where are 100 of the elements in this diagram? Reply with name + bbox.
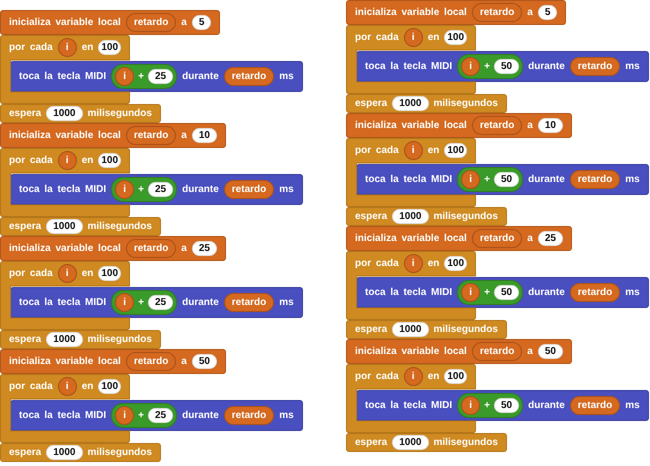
block-label: a	[181, 243, 187, 254]
block-label: 50	[500, 174, 512, 185]
block-label: 100	[447, 258, 464, 269]
block-label: 1000	[53, 108, 76, 119]
number-input	[192, 128, 217, 143]
block-label: durante	[182, 297, 219, 308]
block-label: durante	[528, 287, 565, 298]
block-label: ms	[625, 174, 640, 185]
variable-reporter	[126, 126, 176, 145]
variable-reporter	[472, 229, 522, 248]
block-label: 1000	[399, 211, 422, 222]
block-label: milisegundos	[434, 324, 498, 335]
number-input	[392, 209, 428, 224]
variable-reporter	[472, 116, 522, 135]
block-label: durante	[528, 61, 565, 72]
block-label: toca la tecla MIDI	[365, 400, 452, 411]
block-label: i	[412, 32, 415, 43]
command-block	[346, 226, 572, 251]
block-label: espera	[9, 108, 42, 119]
block-label: inicializa variable local	[355, 120, 467, 131]
block-label: 25	[154, 297, 166, 308]
block-label: retardo	[134, 130, 168, 141]
block-label: inicializa variable local	[9, 17, 121, 28]
block-label: ms	[279, 410, 294, 421]
block-label: durante	[182, 184, 219, 195]
block-label: ms	[625, 400, 640, 411]
wait-block	[0, 443, 161, 462]
block-label: a	[527, 233, 533, 244]
block-label: i	[412, 145, 415, 156]
block-label: milisegundos	[434, 98, 498, 109]
block-label: i	[123, 410, 126, 421]
block-label: 10	[198, 130, 210, 141]
number-input	[538, 118, 563, 133]
variable-reporter	[126, 239, 176, 258]
block-label: +	[138, 297, 144, 308]
block-label: ms	[279, 184, 294, 195]
wait-block	[346, 94, 507, 113]
block-label: toca la tecla MIDI	[19, 184, 106, 195]
block-label: por cada	[9, 155, 53, 166]
block-label: 50	[500, 287, 512, 298]
block-label: en	[82, 381, 94, 392]
block-label: i	[412, 371, 415, 382]
block-label: 1000	[53, 221, 76, 232]
block-label: +	[484, 287, 490, 298]
block-label: +	[138, 410, 144, 421]
number-input	[148, 295, 174, 310]
block-label: i	[66, 381, 69, 392]
block-label: espera	[9, 447, 42, 458]
block-label: ms	[279, 71, 294, 82]
number-input	[392, 435, 428, 450]
block-label: 5	[198, 17, 204, 28]
command-block	[0, 123, 226, 148]
operator-reporter	[457, 393, 524, 418]
block-label: a	[527, 346, 533, 357]
block-label: en	[428, 32, 440, 43]
block-label: 25	[544, 233, 556, 244]
variable-reporter	[472, 3, 522, 22]
block-label: por cada	[9, 381, 53, 392]
block-label: retardo	[134, 356, 168, 367]
midi-block	[10, 287, 303, 318]
number-input	[148, 182, 174, 197]
block-label: 50	[198, 356, 210, 367]
block-label: i	[123, 71, 126, 82]
block-label: durante	[528, 400, 565, 411]
block-label: 10	[544, 120, 556, 131]
variable-reporter	[115, 180, 134, 199]
wait-block	[346, 320, 507, 339]
number-input	[494, 398, 520, 413]
block-label: i	[469, 287, 472, 298]
block-label: retardo	[134, 17, 168, 28]
block-label: i	[66, 42, 69, 53]
block-label: 50	[500, 61, 512, 72]
block-label: toca la tecla MIDI	[19, 71, 106, 82]
block-label: i	[66, 155, 69, 166]
midi-block	[356, 277, 649, 308]
block-label: a	[527, 120, 533, 131]
block-label: 100	[447, 32, 464, 43]
midi-block	[10, 400, 303, 431]
block-label: a	[181, 356, 187, 367]
block-label: retardo	[578, 174, 612, 185]
block-label: inicializa variable local	[9, 130, 121, 141]
variable-reporter	[472, 342, 522, 361]
block-label: retardo	[232, 297, 266, 308]
block-label: a	[527, 7, 533, 18]
wait-block	[0, 330, 161, 349]
block-label: +	[484, 400, 490, 411]
variable-reporter	[126, 352, 176, 371]
command-block	[0, 10, 220, 35]
command-block	[0, 236, 226, 261]
block-label: durante	[528, 174, 565, 185]
midi-block	[10, 61, 303, 92]
block-label: espera	[355, 211, 388, 222]
midi-block	[10, 174, 303, 205]
variable-reporter	[224, 293, 274, 312]
block-label: 1000	[399, 324, 422, 335]
number-input	[538, 344, 563, 359]
block-label: 25	[198, 243, 210, 254]
block-label: retardo	[578, 287, 612, 298]
block-label: a	[181, 17, 187, 28]
block-label: 25	[154, 71, 166, 82]
